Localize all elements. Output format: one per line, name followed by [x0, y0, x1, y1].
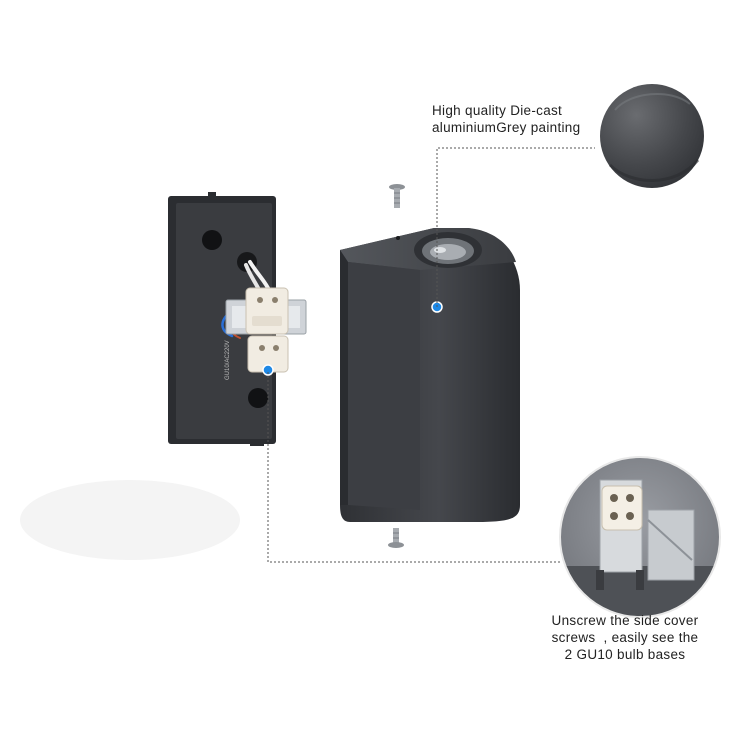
- gu10-socket-upper: [245, 287, 289, 335]
- bulb-base-magnifier: [559, 456, 721, 618]
- leader-line-material: [436, 147, 595, 307]
- callout-bulb-bases-line-3: 2 GU10 bulb bases: [564, 647, 686, 662]
- callout-material-line-2: aluminiumGrey painting: [432, 120, 581, 135]
- blue-dot-marker-icon: [262, 364, 274, 376]
- leader-lines: [267, 147, 595, 563]
- mounting-hole-top: [202, 230, 222, 250]
- leader-line-bulb-bases: [267, 372, 560, 563]
- floor-shadow: [20, 480, 240, 560]
- callout-material-line-1: High quality Die-cast: [432, 103, 563, 118]
- callout-material: High quality Die-cast aluminiumGrey pain…: [432, 102, 580, 136]
- wall-light-housing: [340, 228, 520, 522]
- callout-bulb-bases-line-2: screws , easily see the: [551, 630, 699, 645]
- callout-bulb-bases-line-1: Unscrew the side cover: [551, 613, 699, 628]
- backplate-label: GU10/AC220V: [225, 340, 231, 380]
- mounting-hole-bottom: [248, 388, 268, 408]
- callout-bulb-bases: Unscrew the side cover screws , easily s…: [520, 612, 730, 663]
- screw-bottom-icon: [388, 528, 404, 548]
- grey-finish-swatch-icon: [600, 84, 704, 188]
- screw-top-icon: [389, 184, 405, 208]
